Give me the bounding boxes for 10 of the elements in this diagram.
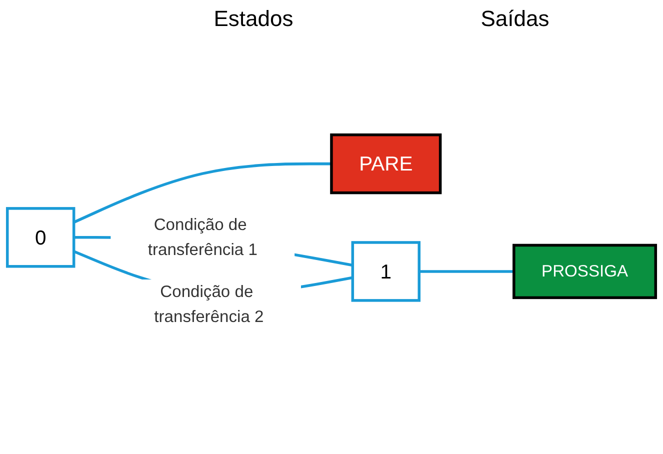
node-box: 0	[6, 207, 76, 268]
connector	[73, 162, 332, 224]
column-heading: Estados	[214, 6, 294, 32]
connector	[419, 270, 514, 273]
node-box: PROSSIGA	[512, 244, 658, 300]
node-box: PARE	[330, 133, 442, 194]
column-heading: Saídas	[480, 6, 550, 32]
node-box: 1	[351, 241, 420, 302]
edge-label: Condição de transferência 2	[154, 282, 264, 326]
edge-label: Condição de transferência 1	[148, 215, 258, 259]
